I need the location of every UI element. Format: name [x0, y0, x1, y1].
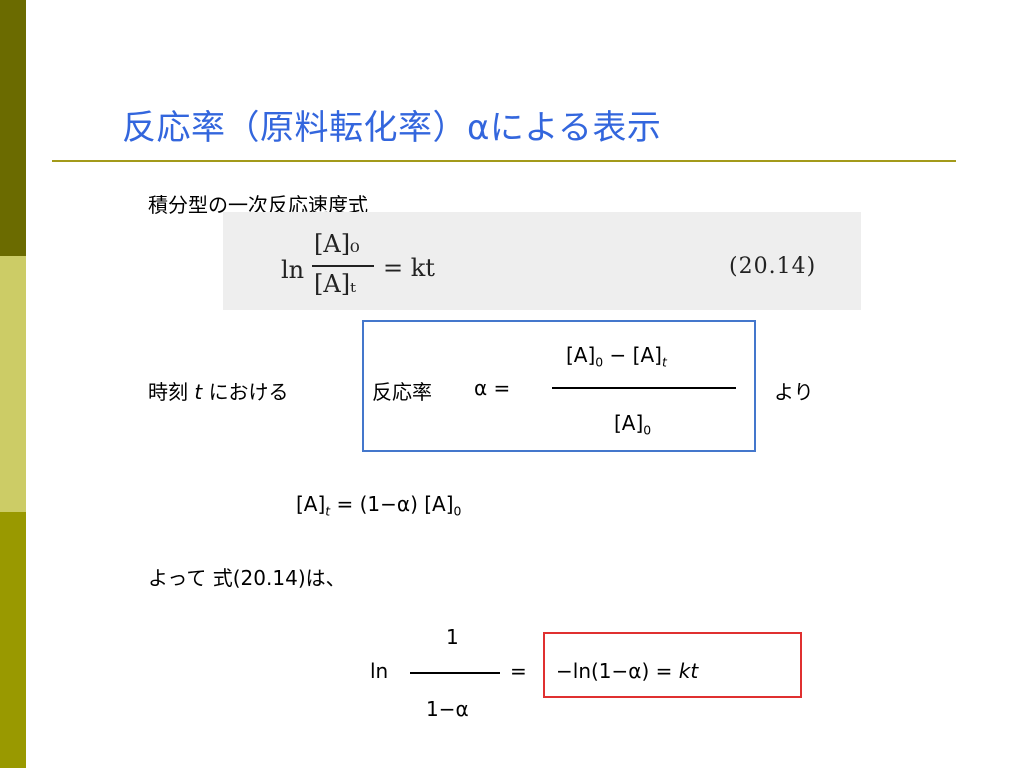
result-numerator: 1 — [446, 625, 459, 649]
num-a: [A] — [566, 343, 596, 367]
slide-title: 反応率（原料転化率）αによる表示 — [122, 108, 662, 148]
scan-equation-number: (20.14) — [729, 254, 817, 279]
den-a: [A] — [614, 411, 644, 435]
boxed-kt: kt — [678, 659, 699, 683]
conversion-label: 反応率 — [372, 380, 432, 404]
lead-text: 時刻 — [148, 380, 188, 404]
alpha-equals: α = — [474, 376, 511, 400]
scan-denominator: [A]ₜ — [314, 270, 356, 298]
num-minus: − — [603, 343, 633, 367]
therefore-text: よって 式(20.14)は、 — [148, 566, 346, 590]
title-underline — [52, 160, 956, 162]
concentration-relation: [A]t = (1−α) [A]0 — [296, 492, 461, 518]
result-boxed-expression: −ln(1−α) = kt — [556, 659, 698, 683]
result-ln: ln — [370, 659, 389, 683]
rel-lhs: [A] — [296, 492, 326, 516]
num-subt: t — [661, 354, 667, 370]
result-equals: = — [510, 659, 527, 683]
conversion-definition-box — [362, 320, 756, 452]
den-sub0: 0 — [643, 422, 652, 438]
scan-numerator: [A]₀ — [314, 230, 360, 258]
rel-lhs-sub: t — [325, 503, 331, 519]
result-fraction-bar — [410, 672, 500, 674]
conversion-fraction-bar — [552, 387, 736, 389]
boxed-text: −ln(1−α) = — [556, 659, 679, 683]
scan-fraction-bar — [312, 265, 374, 267]
rel-rhs-sub: 0 — [453, 503, 462, 519]
scanned-equation-image: ln [A]₀ [A]ₜ = kt (20.14) — [223, 212, 861, 310]
var-t: t — [194, 380, 203, 404]
result-denominator: 1−α — [426, 697, 469, 721]
sidebar-segment-middle — [0, 256, 26, 512]
conversion-trailer: より — [774, 380, 814, 404]
conversion-lead: 時刻 t における — [148, 376, 289, 405]
slide-sidebar — [0, 0, 26, 768]
result-highlight-box — [543, 632, 802, 698]
num-sub0: 0 — [595, 354, 604, 370]
rel-rhs: = (1−α) [A] — [330, 492, 454, 516]
lead-after-text: における — [208, 380, 289, 404]
scan-rhs: = kt — [383, 254, 435, 282]
conversion-numerator: [A]0 − [A]t — [566, 343, 667, 369]
scan-ln: ln — [281, 256, 305, 284]
sidebar-segment-top — [0, 0, 26, 256]
sidebar-segment-bottom — [0, 512, 26, 768]
conversion-denominator: [A]0 — [614, 411, 651, 437]
num-b: [A] — [632, 343, 662, 367]
